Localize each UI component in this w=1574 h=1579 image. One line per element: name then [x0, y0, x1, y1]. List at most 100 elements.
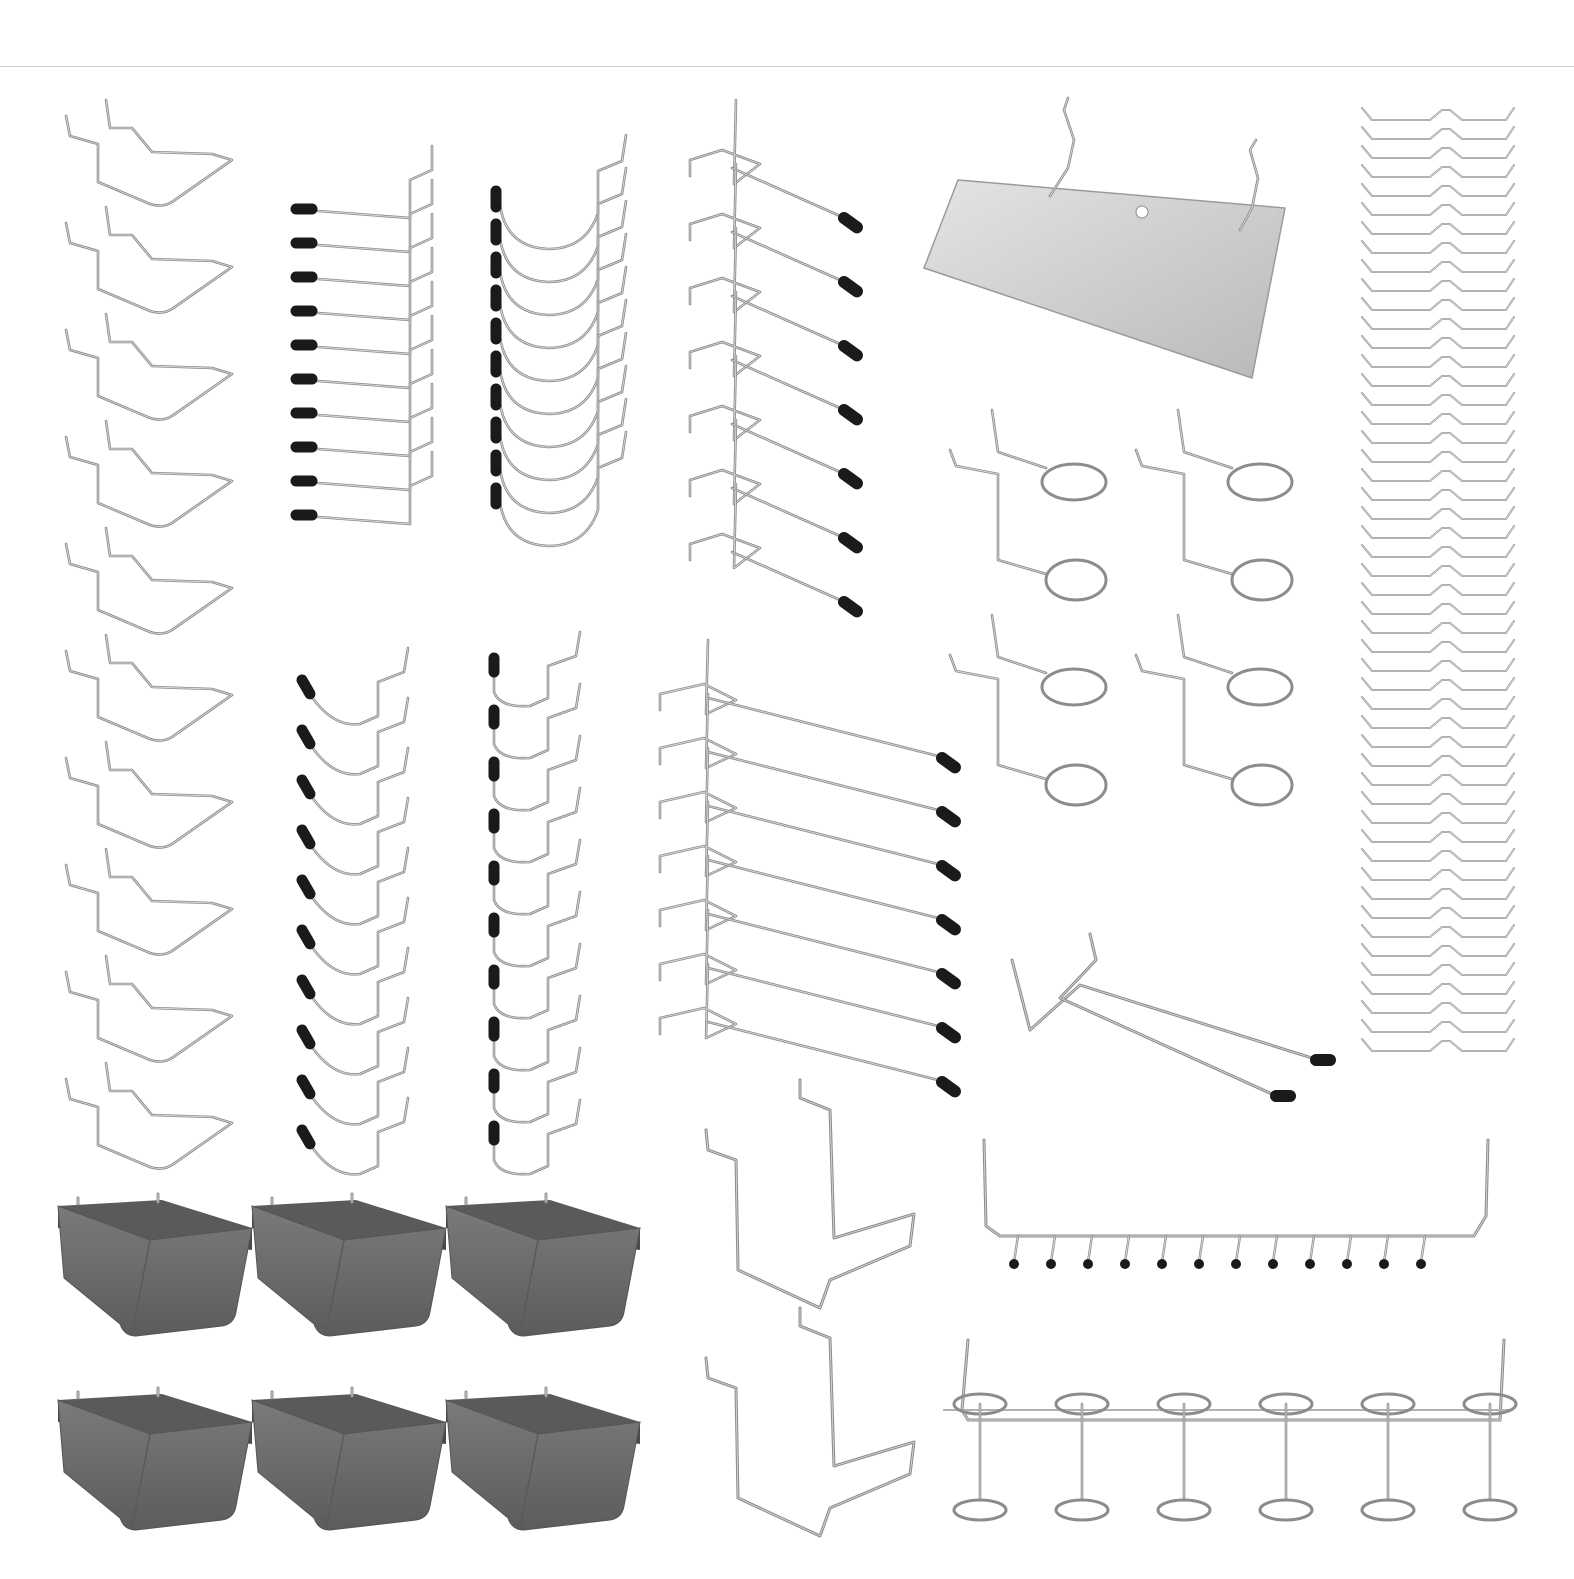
wire-lock — [1361, 354, 1515, 368]
wire-lock — [1361, 791, 1515, 805]
angled-long-tipped-hook — [688, 482, 863, 618]
rack-prong — [1305, 1234, 1316, 1269]
wire-lock — [1361, 145, 1515, 159]
straight-tipped-hook — [290, 382, 434, 458]
long-tipped-hook — [658, 800, 961, 936]
j-tipped-hook — [490, 232, 628, 350]
ring-rack-group — [943, 1338, 1518, 1522]
rack-prong — [1157, 1234, 1168, 1269]
wire-lock — [1361, 696, 1515, 710]
wire-lock — [1361, 563, 1515, 577]
ring-rack — [943, 1338, 1511, 1422]
v-hook-group — [64, 98, 234, 1170]
wire-lock — [1361, 981, 1515, 995]
rack-prong — [1379, 1234, 1390, 1269]
rack-prong — [1046, 1234, 1057, 1269]
wire-lock — [1361, 468, 1515, 482]
bin — [251, 1192, 447, 1337]
curved-tipped-hook — [296, 946, 410, 1026]
wire-lock — [1361, 658, 1515, 672]
rack-prong — [1231, 1234, 1242, 1269]
wire-lock — [1361, 962, 1515, 976]
straight-tipped-hook — [290, 246, 434, 322]
long-tipped-hook — [658, 692, 961, 828]
rack-ring-hook — [1054, 1392, 1110, 1522]
curved-tipped-hook — [296, 896, 410, 976]
rack-ring-hook — [1156, 1392, 1212, 1522]
wire-lock — [1361, 392, 1515, 406]
curved-tipped-hook — [296, 846, 410, 926]
angled-long-hook-group — [688, 98, 863, 618]
j-tipped-hook — [490, 364, 628, 482]
rack-prong — [1083, 1234, 1094, 1269]
bin — [445, 1386, 641, 1531]
curved-tipped-hook — [296, 796, 410, 876]
j-tipped-hook-group — [490, 133, 628, 548]
wire-lock — [1361, 924, 1515, 938]
bin — [57, 1192, 253, 1337]
v-hook — [64, 98, 234, 207]
short-l-tipped-hook — [488, 682, 582, 760]
double-prong-hook — [1010, 932, 1336, 1102]
wire-lock — [1361, 126, 1515, 140]
v-hook — [64, 419, 234, 528]
angled-long-tipped-hook — [688, 162, 863, 298]
v-hook — [64, 1061, 234, 1170]
straight-tipped-hook — [290, 212, 434, 288]
wire-lock — [1361, 848, 1515, 862]
wire-lock — [1361, 810, 1515, 824]
wire-lock — [1361, 335, 1515, 349]
v-hook — [64, 633, 234, 742]
tool-holder-group — [704, 1078, 916, 1538]
angled-long-tipped-hook — [688, 418, 863, 554]
wire-lock — [1361, 677, 1515, 691]
straight-tipped-hook — [290, 314, 434, 390]
curved-tipped-hook — [296, 746, 410, 826]
tool-holder-hook — [704, 1078, 916, 1310]
long-tipped-hook — [658, 962, 961, 1098]
wire-lock — [1361, 886, 1515, 900]
wire-lock — [1361, 620, 1515, 634]
top-divider — [0, 66, 1574, 67]
j-tipped-hook — [490, 199, 628, 317]
wire-lock — [1361, 221, 1515, 235]
bin — [445, 1192, 641, 1337]
wire-lock — [1361, 164, 1515, 178]
rack-prong — [1268, 1234, 1279, 1269]
rack-prong — [1194, 1234, 1205, 1269]
long-tipped-hook — [658, 854, 961, 990]
bin-group — [57, 1192, 641, 1531]
wire-lock — [1361, 715, 1515, 729]
short-l-tipped-hook — [488, 1046, 582, 1124]
wire-lock — [1361, 411, 1515, 425]
double-ring-hook — [948, 613, 1108, 807]
curved-tipped-hook — [296, 646, 410, 726]
rack-prong — [1009, 1234, 1020, 1269]
curved-tipped-hook — [296, 1046, 410, 1126]
wire-lock — [1361, 240, 1515, 254]
wire-lock — [1361, 1019, 1515, 1033]
short-l-tipped-hook — [488, 838, 582, 916]
v-hook — [64, 954, 234, 1063]
wire-lock — [1361, 183, 1515, 197]
curved-tipped-hook — [296, 996, 410, 1076]
multi-prong-rack — [982, 1138, 1490, 1238]
wire-lock — [1361, 544, 1515, 558]
short-l-tipped-hook — [488, 890, 582, 968]
j-tipped-hook — [490, 166, 628, 284]
curved-tipped-hook — [296, 1096, 410, 1176]
wire-lock — [1361, 449, 1515, 463]
j-tipped-hook — [490, 331, 628, 449]
multi-prong-rack-group — [982, 1138, 1490, 1269]
angled-long-tipped-hook — [688, 98, 863, 234]
wire-lock — [1361, 829, 1515, 843]
straight-tipped-hook — [290, 144, 434, 220]
shelf-plate — [923, 96, 1286, 379]
v-hook — [64, 847, 234, 956]
angled-long-tipped-hook — [688, 226, 863, 362]
wire-lock — [1361, 202, 1515, 216]
rack-ring-hook — [1462, 1392, 1518, 1522]
wire-lock — [1361, 1038, 1515, 1052]
wire-lock — [1361, 278, 1515, 292]
